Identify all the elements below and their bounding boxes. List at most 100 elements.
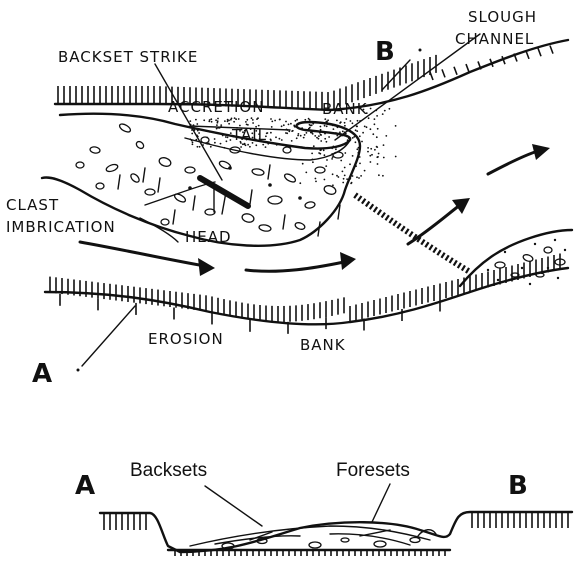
stipple-dot	[227, 121, 229, 123]
stipple-dot	[288, 131, 290, 133]
stipple-dot	[349, 178, 351, 180]
stipple-dot	[374, 123, 376, 125]
stipple-dot	[325, 121, 327, 123]
stipple-dot	[247, 144, 249, 146]
stipple-dot	[357, 152, 359, 154]
imbrication-tick	[173, 210, 175, 224]
stipple-dot	[376, 136, 378, 138]
label-foresets: Foresets	[336, 460, 410, 481]
stipple-dot	[285, 132, 287, 134]
stipple-dot	[359, 163, 361, 165]
stipple-dot	[309, 124, 311, 126]
clast	[522, 253, 533, 262]
stipple-dot	[324, 125, 326, 127]
stipple-dot	[271, 126, 273, 128]
stipple-dot	[366, 126, 368, 128]
flow-arrows	[80, 144, 550, 276]
stipple-dot	[324, 138, 326, 140]
stipple-dot	[324, 118, 326, 120]
hatch-tick	[430, 72, 433, 80]
hatch-tick	[442, 69, 445, 77]
stipple-dot	[224, 147, 226, 149]
clast	[283, 172, 296, 183]
label-backsets: Backsets	[130, 460, 207, 481]
stipple-dot	[340, 121, 342, 123]
stipple-dot	[377, 163, 379, 165]
stipple-dot	[367, 151, 369, 153]
stipple-dot	[288, 124, 290, 126]
stipple-dot	[372, 133, 374, 135]
clast	[315, 167, 325, 173]
stipple-dot	[374, 118, 376, 120]
stipple-dot	[193, 124, 195, 126]
stipple-dot	[226, 140, 228, 142]
stipple-dot	[294, 125, 296, 127]
stipple-dot	[299, 182, 301, 184]
bar-clasts	[76, 122, 343, 236]
stipple-dot	[306, 132, 308, 134]
stipple-dot	[336, 175, 338, 177]
stipple-dot	[216, 124, 218, 126]
stipple-dot	[342, 182, 344, 184]
stipple-dot	[370, 161, 372, 163]
stipple-dot	[281, 139, 283, 141]
stipple-dot	[283, 124, 285, 126]
stipple-dot	[197, 130, 199, 132]
stipple-dot	[291, 140, 293, 142]
stipple-dot	[318, 138, 320, 140]
stipple-dot	[303, 137, 305, 139]
stipple-dot	[197, 146, 199, 148]
label-imbrication: IMBRICATION	[6, 218, 116, 236]
stipple-dot	[331, 147, 333, 149]
stipple-dot	[345, 118, 347, 120]
stipple-dot	[352, 175, 354, 177]
stipple-dot	[339, 131, 341, 133]
stipple-dot	[319, 153, 321, 155]
stipple-dot	[279, 138, 281, 140]
stipple-dot	[332, 173, 334, 175]
stipple-dot	[217, 118, 219, 120]
stipple-dot	[240, 146, 242, 148]
stipple-dot	[333, 146, 335, 148]
stipple-dot	[370, 108, 372, 110]
stipple-dot	[310, 132, 312, 134]
stipple-dot	[358, 177, 360, 179]
stipple-dot	[312, 159, 314, 161]
stipple-dot	[191, 140, 193, 142]
clast	[241, 213, 255, 224]
stipple-dot	[324, 133, 326, 135]
marker-b-dot	[419, 49, 422, 52]
stipple-dot	[534, 243, 536, 245]
stipple-dot	[279, 119, 281, 121]
stipple-dot	[203, 119, 205, 121]
stipple-dot	[348, 179, 350, 181]
stipple-dot	[344, 125, 346, 127]
stipple-dot	[256, 118, 258, 120]
stipple-dot	[322, 122, 324, 124]
stipple-dot	[356, 176, 358, 178]
stipple-dot	[287, 129, 289, 131]
label-accretion: ACCRETION	[168, 98, 264, 116]
imbrication-tick	[283, 215, 285, 229]
stipple-dot	[378, 174, 380, 176]
clast	[201, 137, 209, 143]
stipple-dot	[217, 122, 219, 124]
stipple-dot	[189, 138, 191, 140]
stipple-dot	[275, 136, 277, 138]
stipple-dot	[385, 135, 387, 137]
stipple-dot	[521, 267, 523, 269]
stipple-dot	[374, 149, 376, 151]
clast	[252, 168, 265, 176]
stipple-dot	[312, 123, 314, 125]
stipple-dot	[304, 134, 306, 136]
stipple-dot	[270, 139, 272, 141]
stipple-dot	[209, 131, 211, 133]
stipple-dot	[320, 129, 322, 131]
stipple-dot	[344, 122, 346, 124]
stipple-dot	[325, 165, 327, 167]
stipple-dot	[215, 119, 217, 121]
stipple-dot	[245, 121, 247, 123]
hatch-tick	[538, 48, 541, 56]
label-bank-bottom: BANK	[300, 336, 346, 354]
